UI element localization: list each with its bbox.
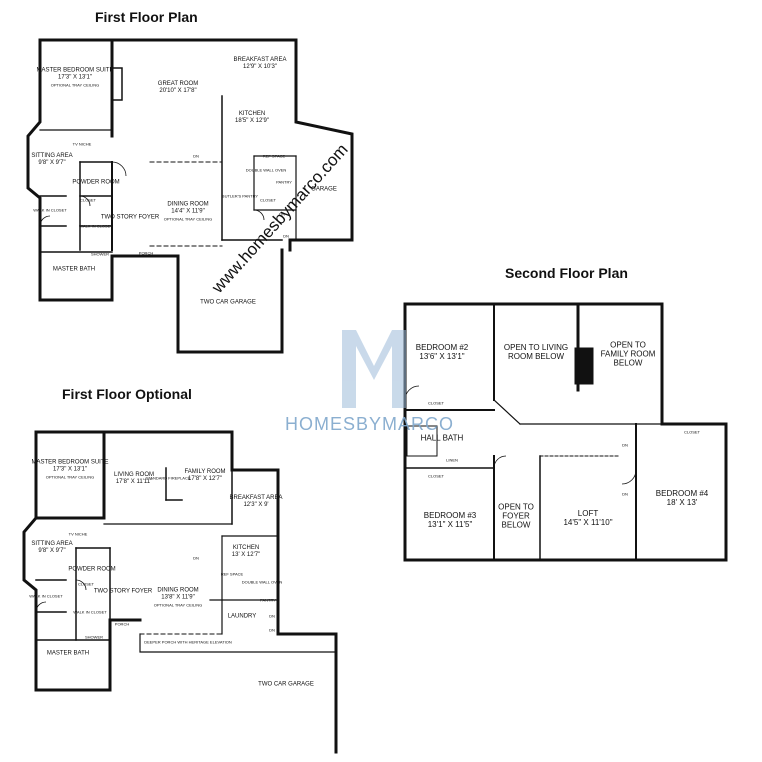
ff-closet-2: CLOSET: [259, 197, 277, 203]
sf-dn-2: DN: [622, 491, 628, 497]
ff-porch: PORCH: [138, 250, 154, 256]
opt-walk-in-closet-2: WALK IN CLOSET: [73, 609, 107, 615]
ff-two-car-garage: TWO CAR GARAGE: [200, 299, 256, 306]
opt-closet: CLOSET: [77, 581, 95, 587]
ff-double-wall-oven: DOUBLE WALL OVEN: [245, 167, 287, 173]
opt-pantry: PANTRY: [260, 597, 276, 603]
ff-dn-1: DN: [193, 153, 199, 159]
first-floor-title: First Floor Plan: [95, 9, 198, 25]
brand-wordmark: HOMESBYMARCO: [285, 414, 455, 434]
homesbymarco-logo: [342, 330, 406, 408]
sf-dn-1: DN: [622, 442, 628, 448]
opt-two-story-foyer: TWO STORY FOYER: [93, 588, 153, 595]
sf-hall-bath: HALL BATH: [420, 433, 464, 443]
opt-powder-room: POWDER ROOM: [68, 566, 116, 573]
ff-dn-2: DN: [279, 211, 285, 217]
ff-tv-niche: TV NICHE: [72, 141, 92, 147]
opt-deeper-porch: DEEPER PORCH WITH HERITAGE ELEVATION: [144, 639, 232, 645]
opt-ref-space: REF SPACE: [220, 571, 244, 577]
opt-standard-fireplace: STANDARD FIREPLACE: [145, 475, 191, 481]
second-floor-outer-wall: [403, 302, 728, 562]
opt-dn-2: DN: [269, 613, 275, 619]
opt-two-car-garage: TWO CAR GARAGE: [258, 681, 314, 688]
optional-outer-wall: [34, 430, 106, 520]
opt-porch: PORCH: [114, 621, 130, 627]
ff-powder-room: POWDER ROOM: [72, 179, 120, 186]
ff-butlers-pantry: BUTLER'S PANTRY: [221, 193, 259, 199]
ff-two-story-foyer: TWO STORY FOYER: [100, 214, 160, 221]
opt-dn-1: DN: [193, 555, 199, 561]
opt-tv-niche: TV NICHE: [68, 531, 88, 537]
ff-garage: GARAGE: [311, 186, 337, 193]
opt-walk-in-closet-1: WALK IN CLOSET: [29, 593, 63, 599]
first-floor-outer-wall: [26, 38, 284, 354]
sf-closet-1: CLOSET: [427, 400, 445, 406]
ff-ref-space: REF SPACE: [262, 153, 286, 159]
opt-laundry: LAUNDRY: [227, 613, 257, 620]
opt-dn-3: DN: [269, 627, 275, 633]
sf-linen: LINEN: [446, 457, 458, 463]
ff-walk-in-closet-1: WALK IN CLOSET: [33, 207, 67, 213]
ff-master-bath: MASTER BATH: [52, 266, 96, 273]
ff-closet: CLOSET: [79, 197, 97, 203]
sf-closet-3: CLOSET: [683, 429, 701, 435]
ff-walk-in-closet-2: WALK IN CLOSET: [79, 223, 113, 229]
opt-double-wall-oven: DOUBLE WALL OVEN: [241, 579, 283, 585]
ff-shower: SHOWER: [91, 251, 109, 257]
opt-shower: SHOWER: [85, 634, 103, 640]
ff-dn-3: DN: [283, 233, 289, 239]
ff-pantry: PANTRY: [276, 179, 292, 185]
sf-open-to-living-room: OPEN TO LIVING ROOM BELOW: [503, 343, 569, 361]
second-floor-title: Second Floor Plan: [505, 265, 628, 281]
sf-open-to-foyer: OPEN TO FOYER BELOW: [498, 502, 534, 530]
sf-open-to-family-room: OPEN TO FAMILY ROOM BELOW: [600, 340, 656, 368]
sf-closet-2: CLOSET: [427, 473, 445, 479]
first-floor-optional-title: First Floor Optional: [62, 386, 192, 402]
opt-master-bath: MASTER BATH: [46, 650, 90, 657]
